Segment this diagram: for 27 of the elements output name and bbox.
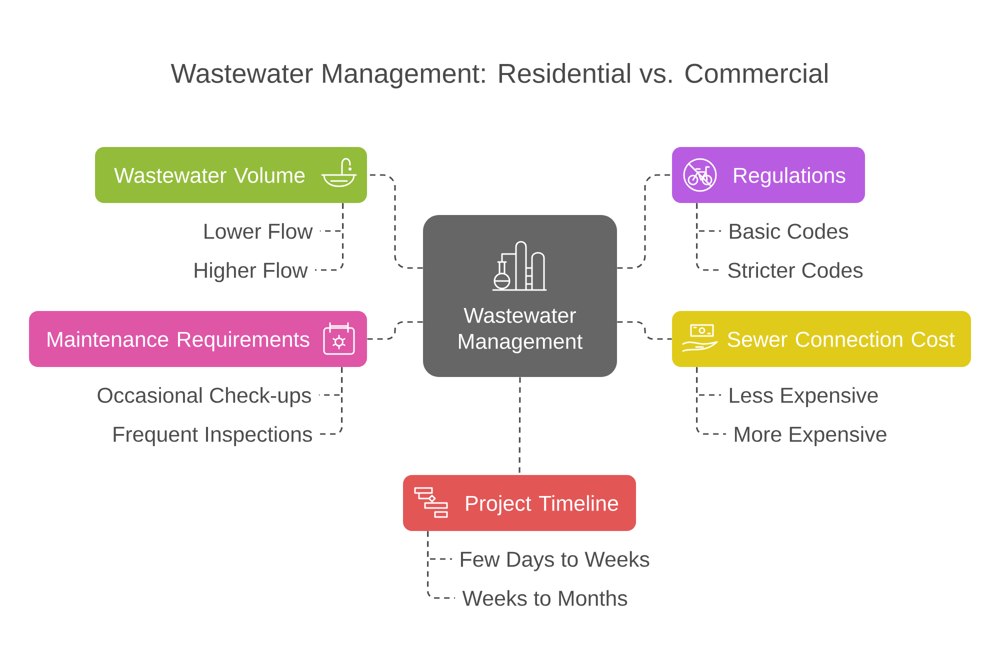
- connector-line: [518, 377, 521, 475]
- subtopic-label: Stricter Codes: [728, 262, 863, 278]
- connector-line: [367, 321, 423, 340]
- topic-box: Wastewater Volume: [95, 147, 367, 203]
- subtopic-label: Weeks to Months: [462, 590, 628, 606]
- subtopic-label: Frequent Inspections: [114, 426, 312, 446]
- connector-line: [320, 367, 343, 435]
- topic-box: Project Timeline: [403, 475, 636, 531]
- subtopic-label: Lower Flow: [204, 223, 313, 239]
- topic-box: Maintenance Requirements: [29, 311, 367, 367]
- subtopic-label: More Expensive: [734, 426, 886, 446]
- connector-line: [696, 367, 726, 435]
- connector-line: [617, 321, 672, 340]
- subtopic-label: Basic Codes: [730, 223, 848, 239]
- connector-line: [696, 203, 720, 271]
- subtopic-label: Less Expensive: [730, 387, 878, 408]
- subtopic-label: Occasional Check-ups: [98, 387, 311, 408]
- subtopic-label: Few Days to Weeks: [460, 551, 650, 572]
- connector-line: [367, 174, 423, 269]
- topic-box: Regulations: [672, 147, 865, 203]
- topic-box: Sewer Connection Cost: [672, 311, 972, 367]
- title: Wastewater Management: Residential vs. Commercial: [170, 63, 828, 88]
- subtopic-label: Higher Flow: [194, 262, 308, 282]
- connector-line: [315, 203, 344, 271]
- connector-line: [427, 531, 455, 599]
- connector-line: [617, 174, 672, 269]
- hub-box: Wastewater Management: [423, 215, 617, 377]
